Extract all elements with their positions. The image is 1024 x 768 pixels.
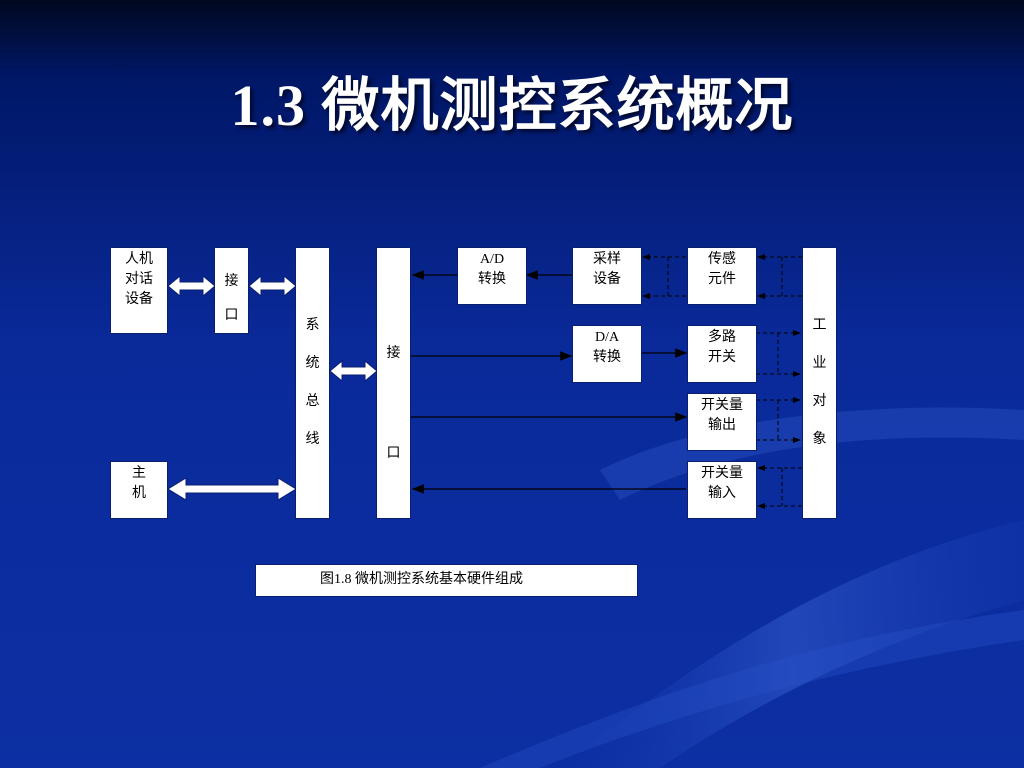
sampler-box: 采样设备: [572, 247, 642, 305]
sensor-box: 传感元件: [687, 247, 757, 305]
right-interface-label: 接口: [386, 346, 401, 461]
system-bus-box: 系统总线: [295, 247, 330, 519]
left-interface-box: 接口: [214, 247, 249, 334]
dashed-links: [642, 254, 802, 509]
right-interface-box: 接口: [376, 247, 411, 519]
switch-input-label: 开关量输入: [701, 466, 743, 501]
sampler-label: 采样设备: [593, 252, 621, 287]
switch-input-box: 开关量输入: [687, 461, 757, 519]
industrial-object-label: 工业对象: [812, 318, 827, 447]
bidirectional-arrows: [167, 274, 378, 501]
multiplexer-label: 多路开关: [708, 330, 736, 365]
figure-caption: 图1.8 微机测控系统基本硬件组成: [255, 564, 638, 597]
left-interface-label: 接口: [224, 274, 239, 323]
signal-arrows: [411, 270, 688, 494]
multiplexer-box: 多路开关: [687, 325, 757, 383]
host-label: 主机: [132, 466, 146, 501]
hmi-device-box: 人机对话设备: [110, 247, 168, 334]
switch-output-box: 开关量输出: [687, 393, 757, 451]
page-title: 1.3 微机测控系统概况: [230, 73, 794, 138]
system-bus-label: 系统总线: [305, 318, 320, 447]
host-box: 主机: [110, 461, 168, 519]
hmi-device-label: 人机对话设备: [125, 252, 153, 307]
sensor-label: 传感元件: [708, 252, 736, 287]
industrial-object-box: 工业对象: [802, 247, 837, 519]
switch-output-label: 开关量输出: [701, 398, 743, 433]
